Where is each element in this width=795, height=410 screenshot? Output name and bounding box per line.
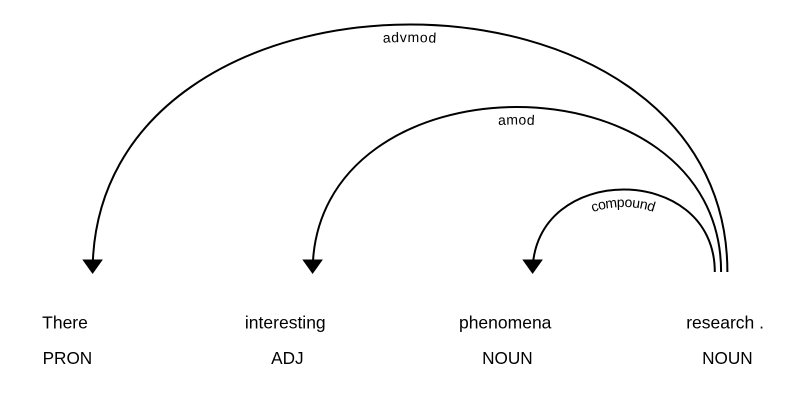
svg-text:advmod: advmod — [382, 29, 437, 46]
svg-text:compound: compound — [589, 194, 659, 215]
svg-text:NOUN: NOUN — [702, 348, 753, 368]
svg-text:PRON: PRON — [43, 348, 93, 368]
svg-text:interesting: interesting — [245, 312, 326, 332]
svg-text:NOUN: NOUN — [482, 348, 533, 368]
svg-text:phenomena: phenomena — [459, 312, 552, 332]
svg-text:ADJ: ADJ — [271, 348, 303, 368]
svg-text:amod: amod — [498, 111, 537, 128]
svg-text:research .: research . — [686, 312, 764, 332]
svg-text:There: There — [42, 312, 88, 332]
